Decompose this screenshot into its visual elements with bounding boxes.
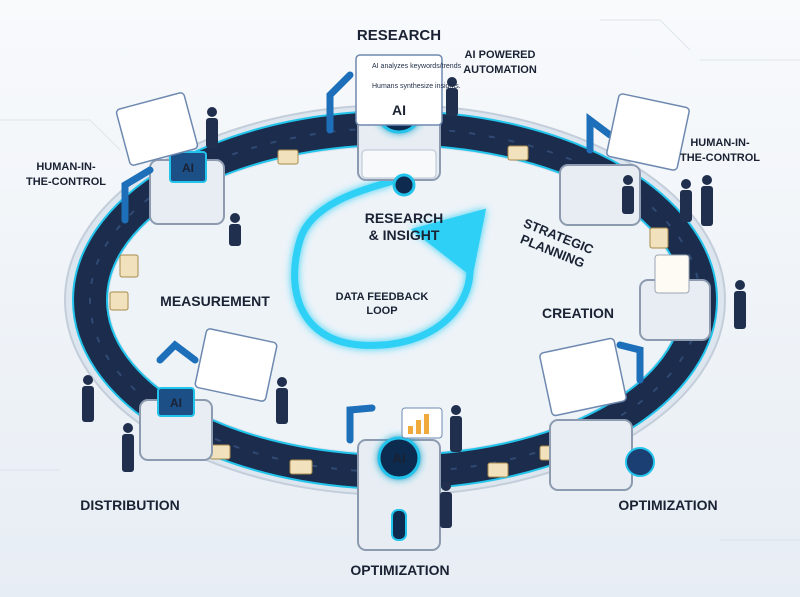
station-optimization-right (549, 419, 655, 491)
label-and-insight: & INSIGHT (369, 227, 440, 243)
station-creation (639, 254, 711, 341)
bar-chart-icon (401, 407, 443, 439)
label-ai-powered: AI POWERED (465, 49, 536, 61)
person-icon (276, 377, 288, 424)
robot-arm-icon (121, 166, 154, 224)
ai-chip-label: AI (182, 161, 194, 175)
person-icon (440, 481, 452, 528)
label-control-left: THE-CONTROL (26, 176, 106, 188)
robot-arms (121, 71, 644, 444)
person-icon (446, 77, 458, 116)
station-optimization-bottom (357, 436, 441, 551)
person-icon (229, 213, 241, 246)
belt-items (109, 145, 669, 478)
person-icon (450, 405, 462, 452)
document-icon (649, 227, 669, 249)
label-research: RESEARCH (357, 27, 441, 44)
info-panel-creation (539, 337, 627, 417)
ai-chip-label: AI (392, 102, 406, 118)
label-research-insight: RESEARCH (365, 210, 444, 226)
robot-arm-icon (346, 404, 376, 444)
play-icon (109, 291, 129, 311)
info-panel-research: AI analyzes keywords/trends Humans synth… (355, 54, 462, 126)
robot-arm-icon (156, 340, 199, 364)
panel-text: Humans synthesize insights. (372, 83, 461, 90)
info-panel-strategic (606, 93, 690, 171)
label-measurement: MEASUREMENT (160, 293, 270, 309)
label-optimization-right: OPTIMIZATION (618, 497, 717, 513)
data-feedback-loop-arrow (291, 178, 487, 349)
envelope-icon (487, 462, 509, 478)
robot-arm-icon (326, 71, 354, 134)
envelope-icon (507, 145, 529, 161)
label-loop: LOOP (366, 305, 397, 317)
envelope-icon (277, 149, 299, 165)
person-icon (680, 179, 692, 222)
station-strategic (559, 164, 641, 226)
robot-arm-icon (616, 341, 644, 384)
station-measurement (139, 387, 213, 461)
label-human-left: HUMAN-IN- (36, 161, 96, 173)
person-icon (122, 423, 134, 472)
label-human-right: HUMAN-IN- (690, 137, 750, 149)
ai-chip-icon (157, 387, 195, 417)
label-data-feedback: DATA FEEDBACK (336, 291, 429, 303)
ai-chip-icon (169, 151, 207, 183)
person-icon (734, 280, 746, 329)
document-icon (119, 254, 139, 278)
document-icon (289, 459, 313, 475)
info-panel-left (115, 92, 199, 166)
person-icon (701, 175, 713, 226)
people (82, 77, 746, 528)
ai-chip-label: AI (170, 396, 182, 410)
label-automation: AUTOMATION (463, 64, 537, 76)
info-panel-measurement (194, 328, 278, 402)
panel-text: AI analyzes keywords/trends (372, 63, 462, 70)
person-icon (82, 375, 94, 422)
background-circuit-lines (0, 19, 800, 541)
label-creation: CREATION (542, 305, 614, 321)
person-icon (206, 107, 218, 148)
label-distribution: DISTRIBUTION (80, 497, 180, 513)
label-optimization-bottom: OPTIMIZATION (350, 562, 449, 578)
station-left (149, 151, 225, 225)
person-icon (622, 175, 634, 214)
ai-chip-icon (377, 436, 421, 480)
robot-arm-icon (586, 113, 614, 154)
label-control-right: THE-CONTROL (680, 152, 760, 164)
ai-chip-label: AI (393, 451, 406, 466)
